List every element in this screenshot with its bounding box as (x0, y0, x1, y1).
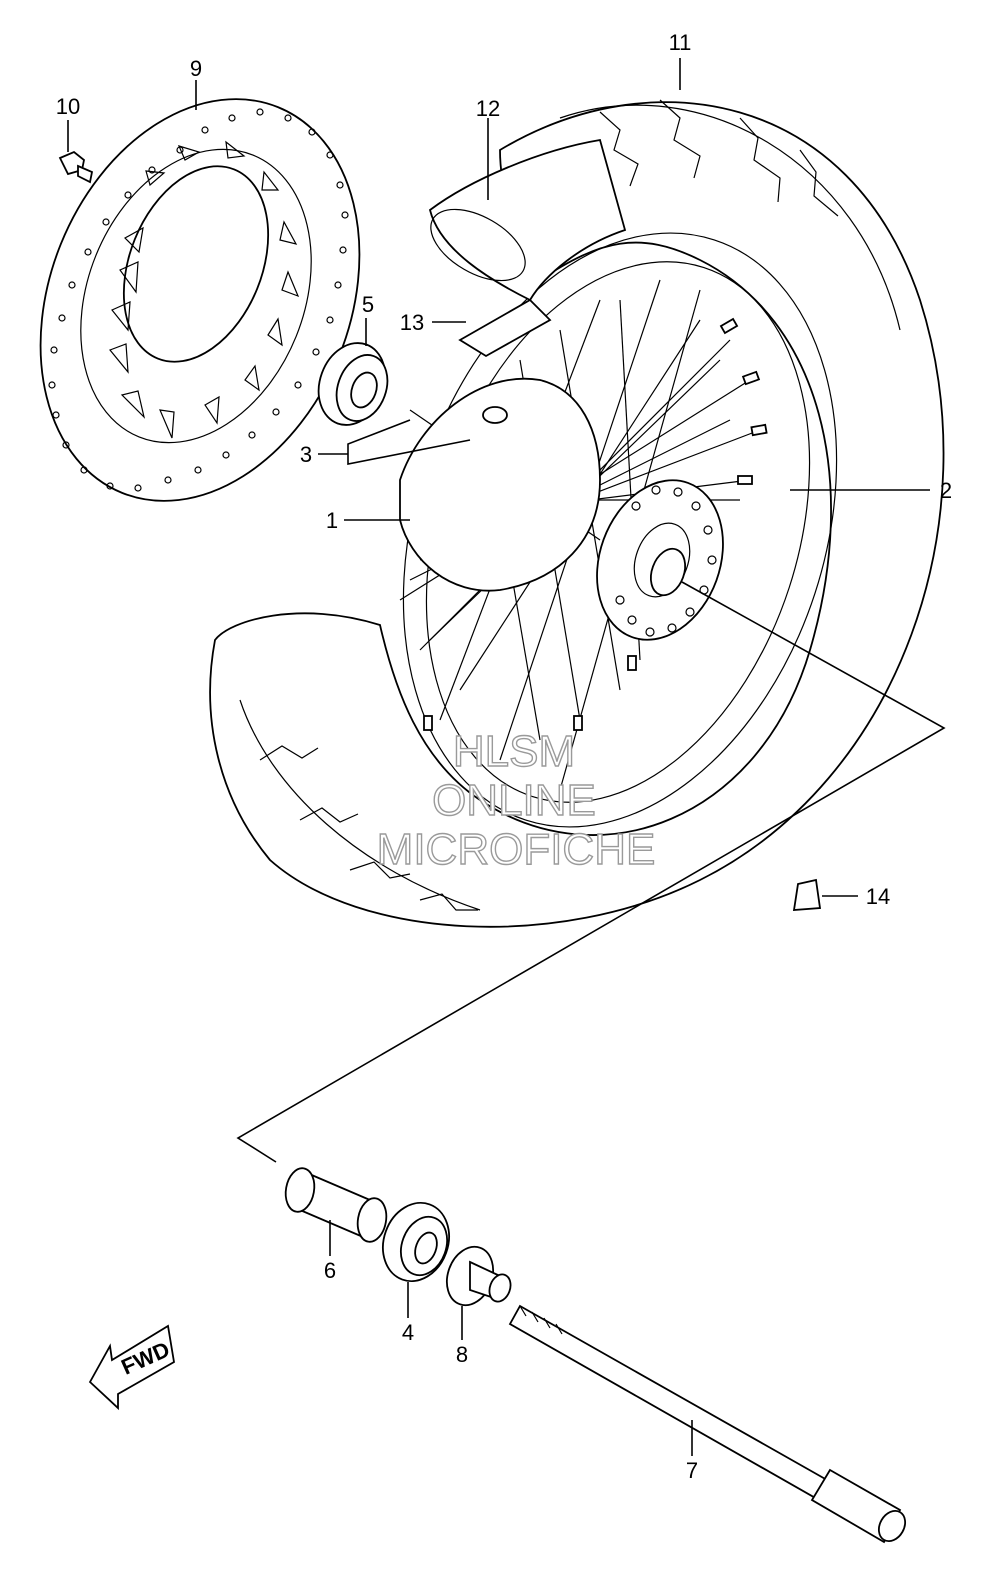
collar[interactable] (439, 1240, 514, 1311)
leader-lines (67, 58, 946, 1456)
watermark-line-2: ONLINE (432, 776, 596, 825)
callout-5[interactable]: 5 (362, 292, 374, 317)
callout-10[interactable]: 10 (56, 94, 80, 119)
callout-14[interactable]: 14 (866, 884, 890, 909)
tube[interactable] (458, 298, 552, 358)
watermark: HLSM ONLINE MICROFICHE (376, 726, 656, 874)
callout-3[interactable]: 3 (300, 442, 312, 467)
rim-band[interactable] (419, 138, 627, 302)
callout-2[interactable]: 2 (940, 478, 952, 503)
callout-6[interactable]: 6 (324, 1258, 336, 1283)
disc-bolt[interactable] (58, 150, 94, 184)
callout-11[interactable]: 11 (669, 30, 692, 55)
fwd-arrow: FWD (88, 1324, 175, 1411)
callouts: 11 12 13 5 9 10 3 1 2 14 6 4 8 7 (56, 30, 952, 1483)
bearing-upper[interactable] (308, 334, 397, 435)
brake-disc[interactable] (0, 51, 417, 549)
bearing-lower[interactable] (372, 1193, 460, 1290)
watermark-line-3: MICROFICHE (377, 825, 656, 874)
hub[interactable] (399, 377, 744, 658)
valve-cap[interactable] (792, 878, 822, 911)
watermark-line-1: HLSM (453, 727, 575, 776)
callout-9[interactable]: 9 (190, 56, 202, 81)
callout-8[interactable]: 8 (456, 1342, 468, 1367)
callout-4[interactable]: 4 (402, 1320, 414, 1345)
axle[interactable] (508, 1304, 910, 1546)
callout-7[interactable]: 7 (686, 1458, 698, 1483)
callout-1[interactable]: 1 (326, 508, 338, 533)
spacer[interactable] (282, 1166, 389, 1244)
callout-12[interactable]: 12 (476, 96, 500, 121)
callout-13[interactable]: 13 (400, 310, 424, 335)
